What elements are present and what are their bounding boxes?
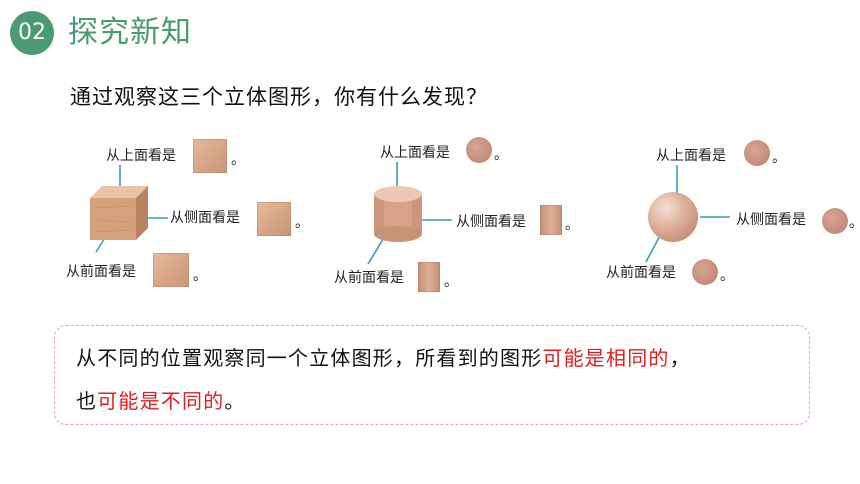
sphere-front-label: 从前面看是 — [606, 265, 676, 281]
period: 。 — [444, 274, 458, 290]
cube-side-view-square — [257, 202, 291, 236]
conclusion-text: 也 — [76, 389, 98, 413]
conclusion-highlight: 可能是相同的 — [542, 346, 670, 370]
sphere-solid — [648, 192, 698, 242]
conclusion-punct: ， — [669, 346, 691, 370]
cube-top-label: 从上面看是 — [106, 148, 176, 164]
period: 。 — [720, 268, 734, 284]
period: 。 — [295, 215, 309, 231]
cylinder-front-line — [367, 235, 386, 265]
cube-top-view-square — [193, 139, 227, 173]
period: 。 — [565, 217, 579, 233]
cylinder-solid — [374, 186, 422, 242]
cylinder-top-view-circle — [466, 137, 492, 163]
sphere-side-label: 从侧面看是 — [736, 212, 806, 228]
conclusion-text: 从不同的位置观察同一个立体图形，所看到的图形 — [76, 346, 543, 370]
cylinder-front-view-rectangle — [418, 262, 440, 292]
cube-side-label: 从侧面看是 — [170, 210, 240, 226]
period: 。 — [231, 152, 245, 168]
conclusion-highlight: 可能是不同的 — [97, 389, 225, 413]
sphere-top-view-circle — [744, 140, 770, 166]
cube-solid — [90, 186, 148, 240]
period: 。 — [193, 268, 207, 284]
cylinder-front-label: 从前面看是 — [334, 270, 404, 286]
sphere-top-label: 从上面看是 — [656, 148, 726, 164]
cube-front-label: 从前面看是 — [66, 264, 136, 280]
cube-front-view-square — [153, 253, 189, 287]
conclusion-punct: 。 — [224, 389, 246, 413]
period: 。 — [494, 147, 508, 163]
section-title: 探究新知 — [68, 15, 192, 50]
cylinder-side-view-rectangle — [540, 205, 562, 235]
question-text: 通过观察这三个立体图形，你有什么发现？ — [70, 85, 488, 109]
conclusion-box — [54, 325, 810, 425]
period: 。 — [849, 213, 859, 233]
period: 。 — [772, 150, 786, 166]
section-number-badge: 02 — [10, 11, 54, 55]
conclusion-line-2: 也可能是不同的。 — [76, 386, 246, 416]
cylinder-top-label: 从上面看是 — [380, 145, 450, 161]
sphere-side-view-circle — [822, 208, 848, 234]
sphere-front-view-circle — [692, 259, 718, 285]
conclusion-line-1: 从不同的位置观察同一个立体图形，所看到的图形可能是相同的， — [76, 343, 691, 373]
cylinder-side-label: 从侧面看是 — [456, 214, 526, 230]
